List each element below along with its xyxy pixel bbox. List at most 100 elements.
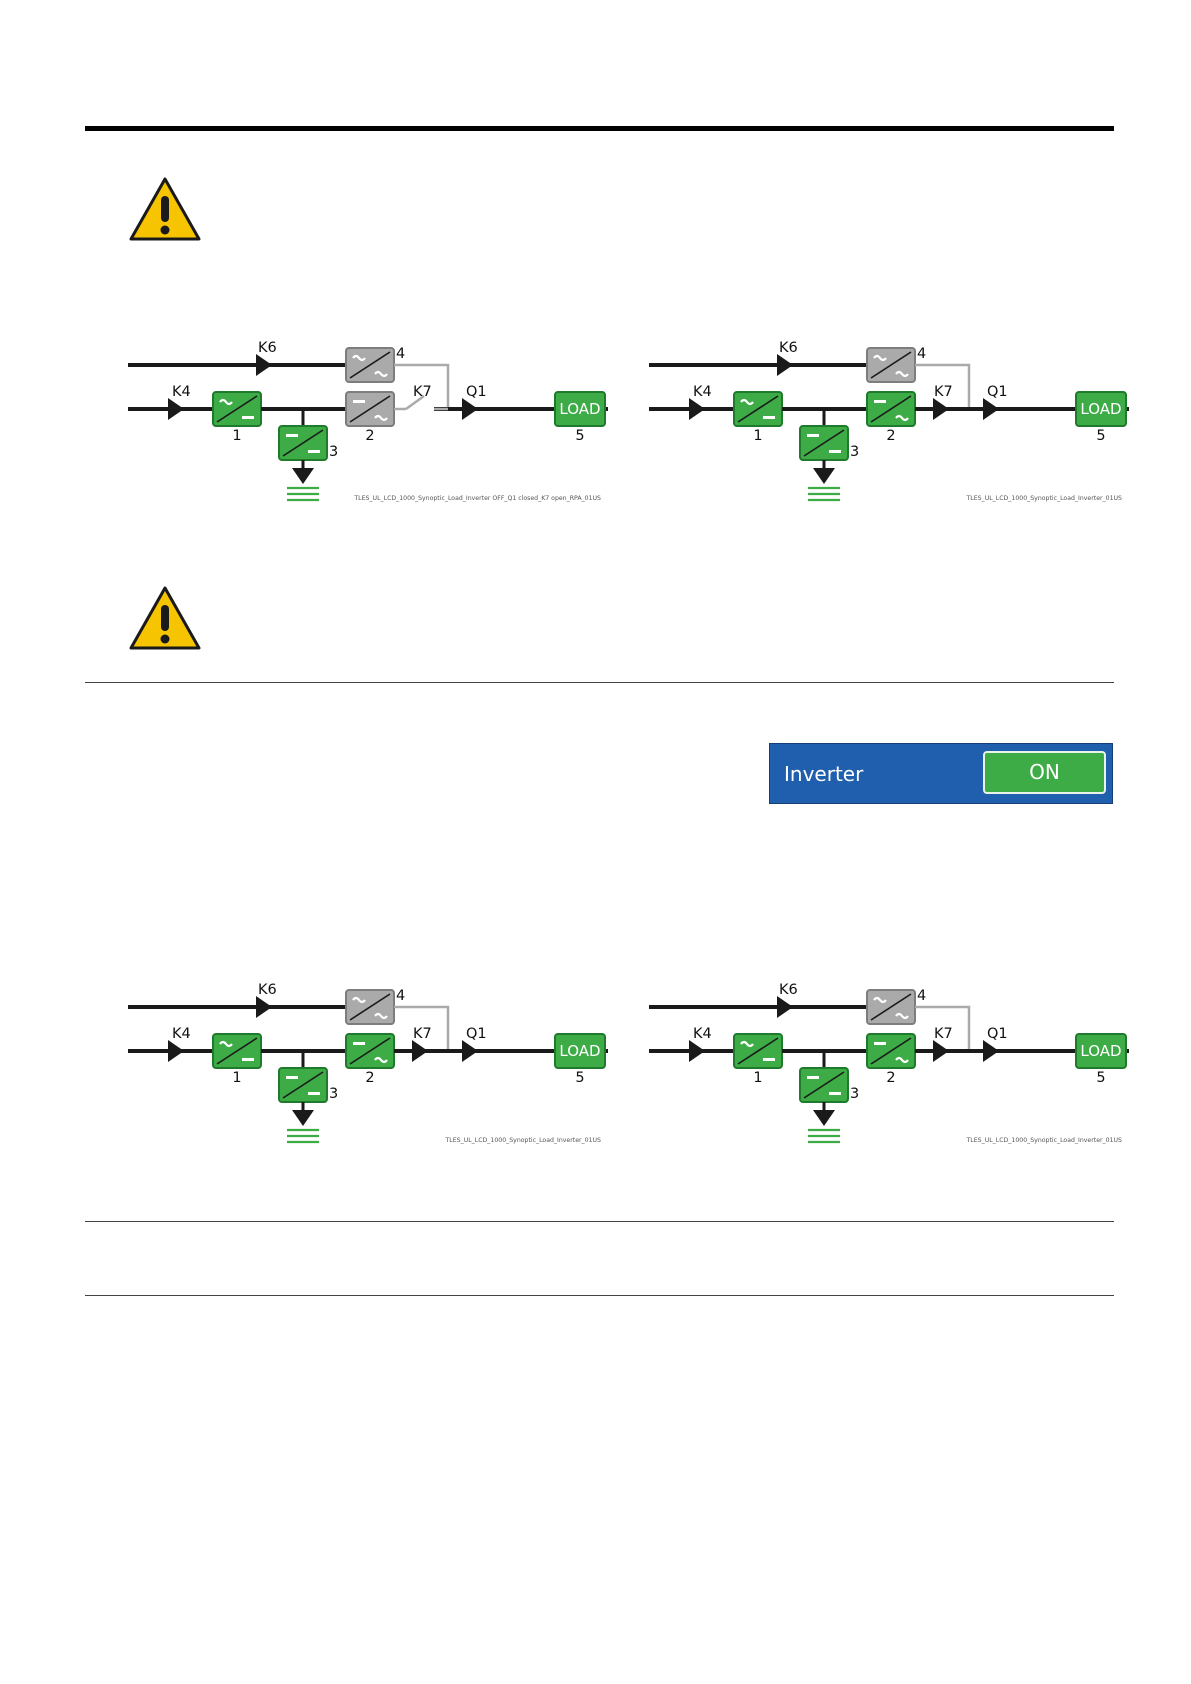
- module-4-number: 4: [396, 346, 405, 362]
- load-label: LOAD: [1080, 400, 1121, 418]
- converter-module: [866, 1033, 916, 1069]
- ac-symbol: [352, 354, 366, 362]
- warning-triangle-icon: [128, 585, 202, 651]
- inverter-on-button[interactable]: ON: [983, 751, 1106, 794]
- dc-symbol: [763, 416, 775, 419]
- ac-symbol: [895, 414, 909, 422]
- load-label: LOAD: [1080, 1042, 1121, 1060]
- ground-arrow: [813, 468, 835, 484]
- diagram-caption: TLES_UL_LCD_1000_Synoptic_Load_Inverter_…: [445, 1137, 602, 1144]
- diagram-caption: TLES_UL_LCD_1000_Synoptic_Load_Inverter_…: [966, 1137, 1123, 1144]
- ac-symbol: [219, 398, 233, 406]
- load-box: LOAD: [1075, 1033, 1127, 1069]
- ac-symbol: [374, 1012, 388, 1020]
- k6-label: K6: [779, 340, 798, 356]
- dc-symbol: [308, 450, 320, 453]
- diagram-caption: TLES_UL_LCD_1000_Synoptic_Load_Inverter_…: [966, 495, 1123, 502]
- load-box: LOAD: [554, 391, 606, 427]
- section-rule: [85, 682, 1114, 683]
- module-2-number: 2: [886, 1070, 895, 1086]
- warning-triangle-icon: [128, 176, 202, 242]
- converter-module: [799, 425, 849, 461]
- ac-symbol: [895, 1056, 909, 1064]
- converter-module: [866, 989, 916, 1025]
- module-3-number: 3: [850, 444, 859, 460]
- load-box: LOAD: [554, 1033, 606, 1069]
- k6-arrow: [777, 354, 793, 376]
- converter-module: [799, 1067, 849, 1103]
- module-1-number: 1: [753, 1070, 762, 1086]
- k6-arrow: [256, 996, 272, 1018]
- module-4-number: 4: [917, 346, 926, 362]
- dc-symbol: [242, 1058, 254, 1061]
- k7-label: K7: [934, 384, 953, 400]
- module-3-number: 3: [329, 1086, 338, 1102]
- dc-symbol: [308, 1092, 320, 1095]
- q1-label: Q1: [466, 384, 487, 400]
- ground-arrow: [292, 1110, 314, 1126]
- module-diagonal: [216, 1037, 258, 1065]
- module-diagonal: [870, 1037, 912, 1065]
- dc-symbol: [807, 434, 819, 437]
- dc-symbol: [763, 1058, 775, 1061]
- section-rule: [85, 1221, 1114, 1222]
- module-diagonal: [803, 429, 845, 457]
- dc-symbol: [242, 416, 254, 419]
- load-rect: [1075, 391, 1127, 427]
- ac-symbol: [895, 1012, 909, 1020]
- load-rect: [554, 391, 606, 427]
- load-box: LOAD: [1075, 391, 1127, 427]
- module-diagonal: [737, 1037, 779, 1065]
- load-number: 5: [575, 1070, 584, 1086]
- ac-symbol: [374, 370, 388, 378]
- converter-module: [345, 347, 395, 383]
- diagram-caption: TLES_UL_LCD_1000_Synoptic_Load_Inverter …: [353, 495, 601, 502]
- module-diagonal: [282, 429, 324, 457]
- dc-symbol: [807, 1076, 819, 1079]
- converter-module: [212, 1033, 262, 1069]
- bypass-output-line: [915, 363, 971, 409]
- module-2-number: 2: [365, 1070, 374, 1086]
- module-diagonal: [870, 395, 912, 423]
- converter-module: [212, 391, 262, 427]
- ground-arrow: [292, 468, 314, 484]
- converter-module: [278, 1067, 328, 1103]
- load-number: 5: [575, 428, 584, 444]
- k4-arrow: [168, 1040, 184, 1062]
- converter-module: [733, 391, 783, 427]
- converter-module: [345, 1033, 395, 1069]
- module-1-number: 1: [753, 428, 762, 444]
- load-number: 5: [1096, 1070, 1105, 1086]
- k4-label: K4: [172, 1026, 191, 1042]
- load-label: LOAD: [559, 1042, 600, 1060]
- module-1-number: 1: [232, 1070, 241, 1086]
- load-label: LOAD: [559, 400, 600, 418]
- k7-label: K7: [413, 1026, 432, 1042]
- k4-label: K4: [693, 384, 712, 400]
- k7-label: K7: [413, 384, 432, 400]
- bypass-output-line: [394, 1005, 450, 1051]
- inverter-control-panel: Inverter ON: [769, 743, 1113, 804]
- converter-module: [866, 391, 916, 427]
- module-diagonal: [349, 351, 391, 379]
- ac-symbol: [352, 996, 366, 1004]
- section-rule: [85, 1295, 1114, 1296]
- k6-label: K6: [258, 982, 277, 998]
- module-3-number: 3: [850, 1086, 859, 1102]
- bypass-output-line: [915, 1005, 971, 1051]
- ac-symbol: [740, 1040, 754, 1048]
- dc-symbol: [874, 1042, 886, 1045]
- module-diagonal: [349, 1037, 391, 1065]
- converter-module: [345, 989, 395, 1025]
- ac-symbol: [374, 414, 388, 422]
- module-diagonal: [870, 993, 912, 1021]
- module-diagonal: [349, 993, 391, 1021]
- module-2-number: 2: [365, 428, 374, 444]
- k7-label: K7: [934, 1026, 953, 1042]
- dc-symbol: [286, 1076, 298, 1079]
